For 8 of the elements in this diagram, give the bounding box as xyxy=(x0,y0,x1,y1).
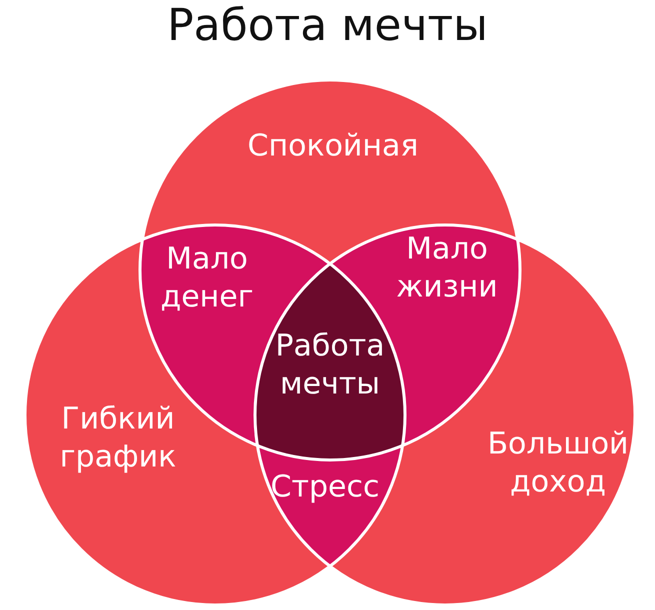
overlap-label: Мало денег xyxy=(159,240,255,316)
circle-label: Спокойная xyxy=(246,127,420,165)
diagram-title: Работа мечты xyxy=(166,0,489,51)
overlap-label: Мало жизни xyxy=(395,230,499,306)
overlap-label: Работа мечты xyxy=(274,328,386,402)
overlap-label: Стресс xyxy=(270,468,380,506)
circle-label: Гибкий график xyxy=(58,400,178,476)
circle-label: Большой доход xyxy=(486,426,630,500)
